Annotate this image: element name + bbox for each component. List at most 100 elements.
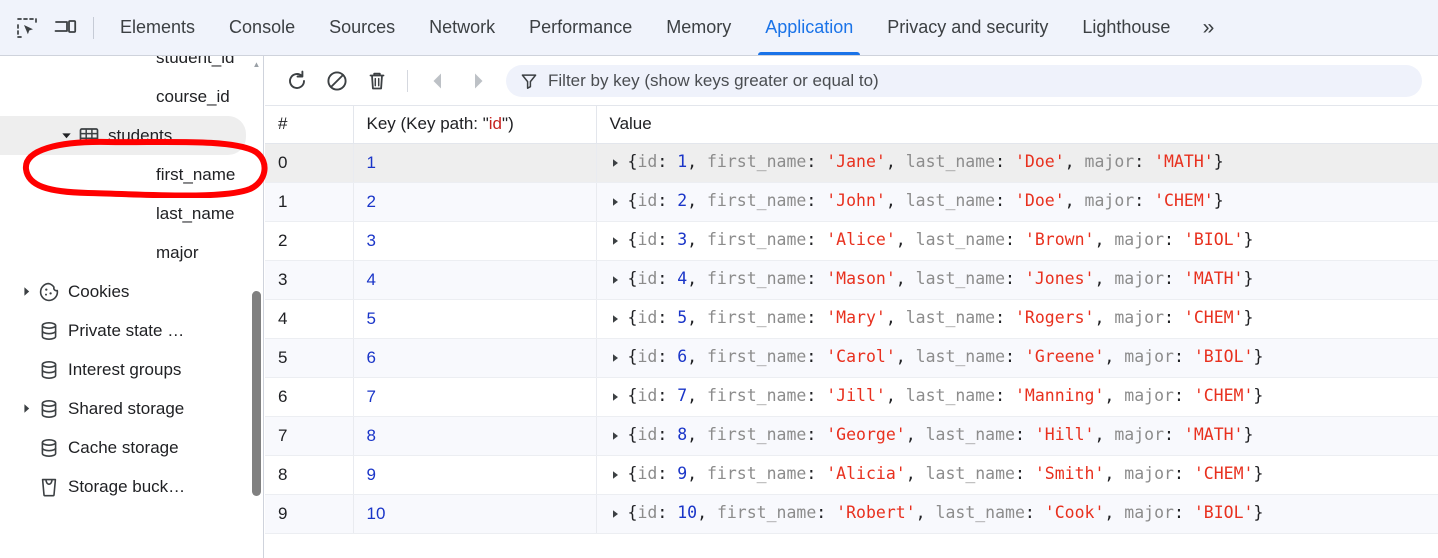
tab-console[interactable]: Console <box>212 0 312 55</box>
more-tabs-icon[interactable]: » <box>1191 9 1225 47</box>
tab-privacy-and-security[interactable]: Privacy and security <box>870 0 1065 55</box>
device-toolbar-icon[interactable] <box>46 9 84 47</box>
sidebar-item-major[interactable]: major <box>0 233 252 272</box>
key-header-quote-open: " <box>482 114 489 134</box>
inspect-element-icon[interactable] <box>8 9 46 47</box>
cell-value[interactable]: {id: 1, first_name: 'Jane', last_name: '… <box>596 143 1438 183</box>
sidebar-item-interest-groups[interactable]: Interest groups <box>0 350 252 389</box>
column-header-value[interactable]: Value <box>596 106 1438 144</box>
cell-value[interactable]: {id: 5, first_name: 'Mary', last_name: '… <box>596 299 1438 339</box>
value-preview: {id: 1, first_name: 'Jane', last_name: '… <box>627 152 1224 172</box>
value-object: {id: 4, first_name: 'Mason', last_name: … <box>610 271 1438 288</box>
cell-key: 10 <box>353 494 597 534</box>
toolbar-divider <box>93 16 94 39</box>
sidebar-item-private-state[interactable]: Private state … <box>0 311 252 350</box>
tab-elements[interactable]: Elements <box>103 0 212 55</box>
refresh-icon[interactable] <box>277 63 317 99</box>
next-page-icon[interactable] <box>458 63 498 99</box>
cell-value[interactable]: {id: 10, first_name: 'Robert', last_name… <box>596 494 1438 534</box>
tab-memory[interactable]: Memory <box>649 0 748 55</box>
chevron-right-icon[interactable] <box>16 286 36 297</box>
value-preview: {id: 7, first_name: 'Jill', last_name: '… <box>627 386 1264 406</box>
scrollbar-thumb[interactable] <box>252 291 261 496</box>
table-header-row: # Key (Key path: "id") Value <box>265 106 1438 144</box>
cell-value[interactable]: {id: 8, first_name: 'George', last_name:… <box>596 416 1438 456</box>
sidebar-item-label: course_id <box>156 86 230 106</box>
value-object: {id: 7, first_name: 'Jill', last_name: '… <box>610 388 1438 405</box>
tab-sources[interactable]: Sources <box>312 0 412 55</box>
previous-page-icon[interactable] <box>418 63 458 99</box>
column-header-key[interactable]: Key (Key path: "id") <box>353 106 597 144</box>
cell-value[interactable]: {id: 9, first_name: 'Alicia', last_name:… <box>596 455 1438 495</box>
cell-value[interactable]: {id: 7, first_name: 'Jill', last_name: '… <box>596 377 1438 417</box>
value-preview: {id: 5, first_name: 'Mary', last_name: '… <box>627 308 1254 328</box>
filter-input[interactable]: Filter by key (show keys greater or equa… <box>506 64 1422 97</box>
cell-index: 6 <box>265 377 354 417</box>
chevron-down-icon[interactable] <box>56 130 76 141</box>
tab-performance[interactable]: Performance <box>512 0 649 55</box>
cell-index: 2 <box>265 221 354 261</box>
value-preview: {id: 3, first_name: 'Alice', last_name: … <box>627 230 1254 250</box>
cell-value[interactable]: {id: 3, first_name: 'Alice', last_name: … <box>596 221 1438 261</box>
database-icon <box>36 437 62 459</box>
expand-triangle-icon[interactable] <box>610 431 625 441</box>
chevron-right-icon[interactable] <box>16 403 36 414</box>
tab-label: Performance <box>529 17 633 37</box>
cell-key: 8 <box>353 416 597 456</box>
sidebar-item-course-id[interactable]: course_id <box>0 77 252 116</box>
tab-network[interactable]: Network <box>412 0 512 55</box>
sidebar-item-cache-storage[interactable]: Cache storage <box>0 428 252 467</box>
expand-triangle-icon[interactable] <box>610 275 625 285</box>
sidebar-item-label: Private state … <box>68 320 185 340</box>
expand-triangle-icon[interactable] <box>610 392 625 402</box>
clear-icon[interactable] <box>317 63 357 99</box>
sidebar-item-student-id[interactable]: student_id <box>0 56 252 77</box>
cell-value[interactable]: {id: 2, first_name: 'John', last_name: '… <box>596 182 1438 222</box>
sidebar-item-students[interactable]: students <box>0 116 246 155</box>
delete-icon[interactable] <box>357 63 397 99</box>
sidebar-item-first-name[interactable]: first_name <box>0 155 252 194</box>
expand-triangle-icon[interactable] <box>610 509 625 519</box>
expand-triangle-icon[interactable] <box>610 197 625 207</box>
expand-triangle-icon[interactable] <box>610 236 625 246</box>
table-icon <box>76 125 102 147</box>
tab-label: Memory <box>666 17 732 37</box>
expand-triangle-icon[interactable] <box>610 353 625 363</box>
value-object: {id: 2, first_name: 'John', last_name: '… <box>610 193 1438 210</box>
value-object: {id: 9, first_name: 'Alicia', last_name:… <box>610 466 1438 483</box>
sidebar-item-storage-buck[interactable]: Storage buck… <box>0 467 252 506</box>
cell-key: 5 <box>353 299 597 339</box>
expand-triangle-icon[interactable] <box>610 158 625 168</box>
sidebar-item-label: students <box>108 125 173 145</box>
sidebar-item-shared-storage[interactable]: Shared storage <box>0 389 252 428</box>
scroll-up-arrow-icon[interactable]: ▲ <box>252 59 261 69</box>
sidebar-scrollbar[interactable]: ▲ <box>251 56 262 558</box>
tab-application[interactable]: Application <box>748 0 870 55</box>
sidebar-item-last-name[interactable]: last_name <box>0 194 252 233</box>
cell-value[interactable]: {id: 4, first_name: 'Mason', last_name: … <box>596 260 1438 300</box>
expand-triangle-icon[interactable] <box>610 470 625 480</box>
tab-label: Console <box>229 17 296 37</box>
sidebar-item-label: Shared storage <box>68 398 185 418</box>
tab-lighthouse[interactable]: Lighthouse <box>1065 0 1187 55</box>
value-preview: {id: 2, first_name: 'John', last_name: '… <box>627 191 1224 211</box>
expand-triangle-icon[interactable] <box>610 314 625 324</box>
cell-key: 9 <box>353 455 597 495</box>
cell-index: 8 <box>265 455 354 495</box>
column-header-index[interactable]: # <box>265 106 354 144</box>
cell-value[interactable]: {id: 6, first_name: 'Carol', last_name: … <box>596 338 1438 378</box>
value-object: {id: 10, first_name: 'Robert', last_name… <box>610 505 1438 522</box>
sidebar-item-cookies[interactable]: Cookies <box>0 272 252 311</box>
